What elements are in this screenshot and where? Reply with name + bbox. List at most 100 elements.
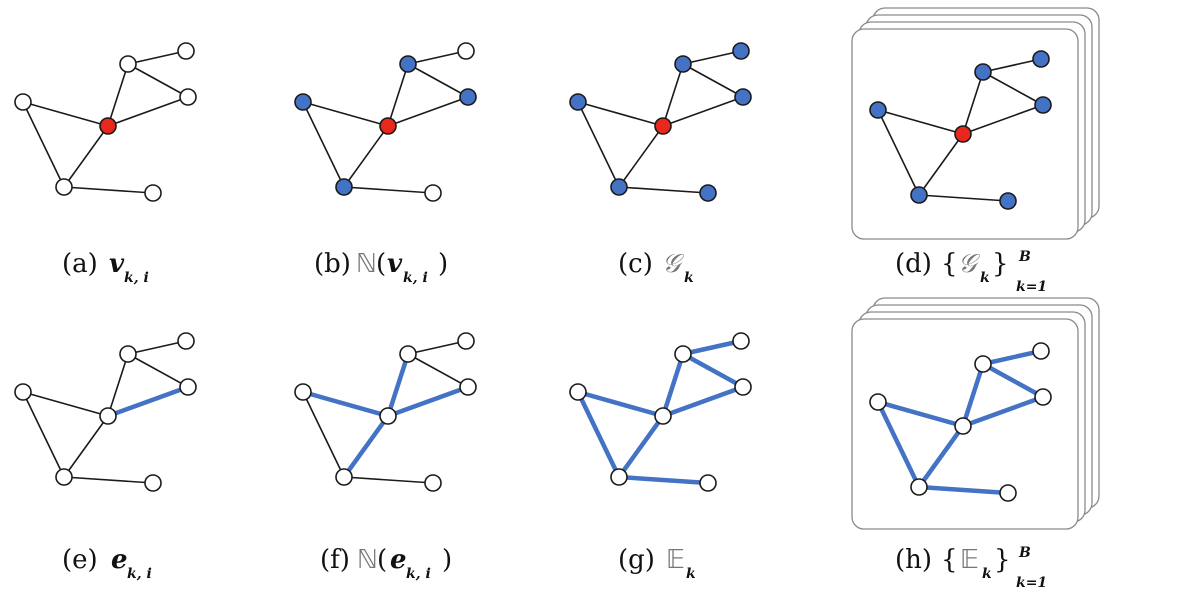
graph-g [569,332,752,492]
node-n2 [974,63,992,81]
svg-text:k, i: k, i [406,566,431,582]
node-n3 [734,378,752,396]
edge-n4-n5 [918,194,1009,202]
node-n2 [674,345,692,363]
svg-text:}: } [994,545,1011,575]
svg-text:k, i: k, i [124,270,149,286]
graph-h [869,342,1052,502]
node-n4 [55,468,73,486]
edge-n4-center [616,413,666,480]
node-n4 [910,186,928,204]
node-n5 [699,474,717,492]
card-stack-d [851,7,1100,240]
caption-c: (c) 𝒢 k [618,249,694,286]
node-n5 [424,184,442,202]
node-n5 [999,192,1017,210]
edge-n1-center [300,389,391,419]
edge-n4-center [618,125,664,188]
edge-center-n3 [105,384,191,419]
node-n3 [179,378,197,396]
edge-n4-center [916,423,966,490]
edge-n1-n4 [302,101,345,188]
caption-b: (b) ℕ ( v k, i ) [314,249,448,286]
svg-text:B: B [1018,545,1031,561]
edge-center-n2 [387,63,409,127]
edge-n1-n4 [22,101,65,188]
caption-h: (h) { 𝔼 k } B k=1 [895,545,1047,591]
node-n2 [119,55,137,73]
node-n6 [1032,342,1050,360]
edge-center-n2 [385,351,411,419]
svg-text:(a): (a) [62,249,98,279]
svg-text:k, i: k, i [403,270,428,286]
edge-n2-n3 [982,71,1044,106]
caption-g: (g) 𝔼 k [618,545,696,582]
edge-n2-n6 [982,58,1042,73]
svg-text:): ) [442,545,452,575]
svg-text:k, i: k, i [127,566,152,582]
node-center [954,125,972,143]
caption-f: (f) ℕ ( e k, i ) [320,545,452,582]
node-n3 [459,88,477,106]
edge-n2-n3 [407,63,469,98]
edge-n4-n5 [343,476,434,484]
node-n4 [910,478,928,496]
svg-text:(d): (d) [895,249,932,279]
edge-n1-center [877,109,964,135]
node-n5 [424,474,442,492]
edge-center-n3 [960,394,1046,429]
edge-n1-n4 [302,391,345,478]
svg-text:(g): (g) [618,545,655,575]
edge-n2-n6 [127,340,187,355]
node-n6 [457,42,475,60]
svg-text:v: v [109,249,125,279]
node-n3 [459,378,477,396]
edge-n2-n3 [127,63,189,98]
svg-text:𝒢: 𝒢 [958,249,981,279]
node-n6 [732,332,750,350]
edge-n4-center [343,125,389,188]
edge-n4-n5 [63,476,154,484]
edge-n4-center [341,413,391,480]
graph-c [569,42,752,202]
edge-n4-n5 [616,474,711,486]
node-n1 [569,383,587,401]
edge-n2-n6 [682,50,742,65]
node-n6 [457,332,475,350]
node-n1 [869,393,887,411]
edge-n1-n4 [22,391,65,478]
node-n6 [177,332,195,350]
edge-n4-n5 [343,186,434,194]
node-n6 [177,42,195,60]
edge-n4-center [63,415,109,478]
svg-text:(c): (c) [618,249,653,279]
node-n6 [732,42,750,60]
svg-text:(e): (e) [62,545,98,575]
edge-n2-n6 [407,50,467,65]
graph-b [294,42,477,202]
node-n4 [335,178,353,196]
edge-n4-n5 [618,186,709,194]
svg-text:(: ( [377,545,387,575]
edge-n4-center [63,125,109,188]
svg-text:ℕ: ℕ [356,249,377,279]
edge-center-n2 [662,63,684,127]
edge-n1-center [575,389,666,419]
edge-n2-n3 [682,63,744,98]
edge-n4-n5 [63,186,154,194]
svg-text:k=1: k=1 [1016,279,1047,295]
node-n1 [14,383,32,401]
svg-text:k: k [686,566,696,582]
graph-d [869,50,1052,210]
node-center [954,417,972,435]
caption-d: (d) { 𝒢 k } B k=1 [895,249,1047,295]
node-n2 [399,55,417,73]
graph-a [14,42,197,202]
edge-n2-n3 [127,353,189,388]
node-n1 [869,101,887,119]
svg-text:(b): (b) [314,249,351,279]
edge-center-n2 [107,63,129,127]
node-n1 [294,93,312,111]
svg-text:): ) [438,249,448,279]
